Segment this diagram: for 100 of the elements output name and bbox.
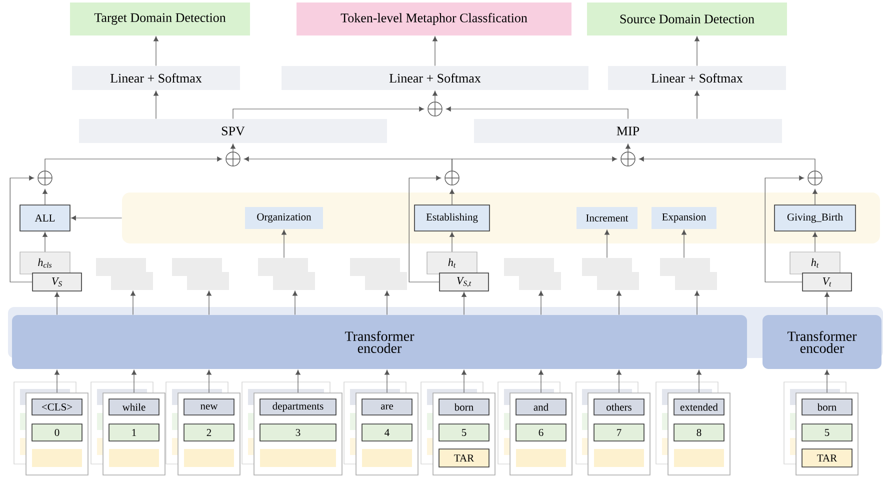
arrow (10, 176, 34, 282)
frame-box: Giving_Birth (774, 204, 856, 232)
arrow (446, 106, 628, 120)
arrow (44, 156, 222, 171)
hidden-state-stack (96, 258, 153, 290)
arrow (206, 370, 212, 393)
token-box: born (802, 398, 852, 416)
arrow (694, 290, 700, 316)
arrow (42, 189, 48, 205)
token-box: others (594, 398, 644, 416)
arrow (384, 370, 390, 393)
position-box: 5 (438, 424, 490, 442)
hidden-state-stack (504, 258, 561, 290)
arrow (54, 292, 60, 316)
arrow (230, 144, 236, 152)
type-box (594, 449, 644, 467)
arrow (824, 370, 830, 393)
token-box: born (438, 398, 490, 416)
layer-box: MIP (474, 119, 782, 143)
title-box: Source Domain Detection (587, 2, 787, 36)
type-box: TAR (438, 448, 490, 468)
hidden-state-stack (258, 258, 315, 290)
type-box (184, 449, 234, 467)
arrow (639, 156, 816, 171)
encoder-box: Transformer encoder (762, 315, 882, 369)
type-box (109, 449, 159, 467)
arrow (450, 189, 454, 205)
arrow (54, 370, 60, 393)
arrow (682, 230, 686, 258)
type-box (362, 449, 412, 467)
position-box: 4 (362, 424, 412, 442)
arrow (604, 230, 610, 258)
arrow (282, 230, 286, 258)
position-box: 3 (260, 424, 336, 442)
arrow (432, 90, 438, 102)
arrow (694, 90, 700, 120)
vector-box: V$_{S,t}$ (439, 272, 489, 292)
layer-box: Linear + Softmax (608, 66, 786, 90)
hidden-state-box: h$_{cls}$ (20, 252, 70, 274)
vector-box: V$_{S}$ (32, 272, 82, 292)
arrow (42, 232, 48, 252)
plus-circle (620, 152, 636, 166)
arrow (812, 189, 818, 205)
arrow (71, 216, 122, 220)
arrow (154, 90, 158, 120)
position-box: 0 (32, 424, 82, 442)
arrow (616, 370, 622, 393)
arrow (232, 106, 424, 120)
arrow (626, 144, 630, 152)
token-box: <CLS> (32, 398, 82, 416)
arrow (462, 370, 466, 393)
arrow (696, 370, 702, 393)
position-box: 7 (594, 424, 644, 442)
arrow (408, 176, 441, 282)
plus-circle (444, 170, 460, 186)
hidden-state-stack (660, 258, 717, 290)
token-box: are (362, 398, 412, 416)
arrow (292, 290, 298, 316)
arrow (132, 370, 136, 393)
layer-box: Linear + Softmax (282, 66, 588, 90)
position-box: 2 (184, 424, 234, 442)
arrow (764, 176, 804, 282)
arrow (296, 370, 300, 393)
type-box (260, 449, 336, 467)
arrow (154, 36, 158, 66)
position-box: 1 (108, 424, 160, 442)
plus-circle (226, 152, 240, 166)
title-box: Token-level Metaphor Classfication (296, 2, 572, 36)
hidden-state-stack (350, 258, 407, 290)
token-box: while (108, 398, 160, 416)
arrow (452, 156, 617, 171)
position-box: 5 (802, 424, 852, 442)
token-box: departments (260, 398, 336, 416)
token-box: extended (674, 398, 724, 416)
frame-box: Increment (576, 207, 638, 229)
frame-box: Establishing (414, 204, 490, 232)
hidden-state-stack (582, 258, 639, 290)
plus-circle (808, 170, 822, 186)
encoder-box: Transformer encoder (12, 315, 747, 369)
arrow (384, 290, 390, 316)
type-box (674, 449, 724, 467)
position-box: 8 (674, 424, 724, 442)
layer-box: SPV (79, 119, 387, 143)
vector-box: V$_{t}$ (802, 272, 852, 292)
plus-circle (428, 102, 442, 116)
token-box: and (516, 398, 566, 416)
frame-box: ALL (20, 204, 70, 232)
type-box (32, 449, 82, 467)
hidden-state-box: h$_{t}$ (426, 252, 478, 274)
arrow (206, 290, 212, 316)
arrow (538, 290, 544, 316)
frame-box: Expansion (652, 207, 716, 229)
arrow (450, 232, 454, 252)
type-box (516, 449, 566, 467)
position-box: 6 (516, 424, 566, 442)
arrow (130, 290, 136, 316)
arrow (538, 370, 544, 393)
arrow (824, 292, 830, 316)
hidden-state-box: h$_{t}$ (790, 252, 840, 274)
arrow (616, 290, 622, 316)
